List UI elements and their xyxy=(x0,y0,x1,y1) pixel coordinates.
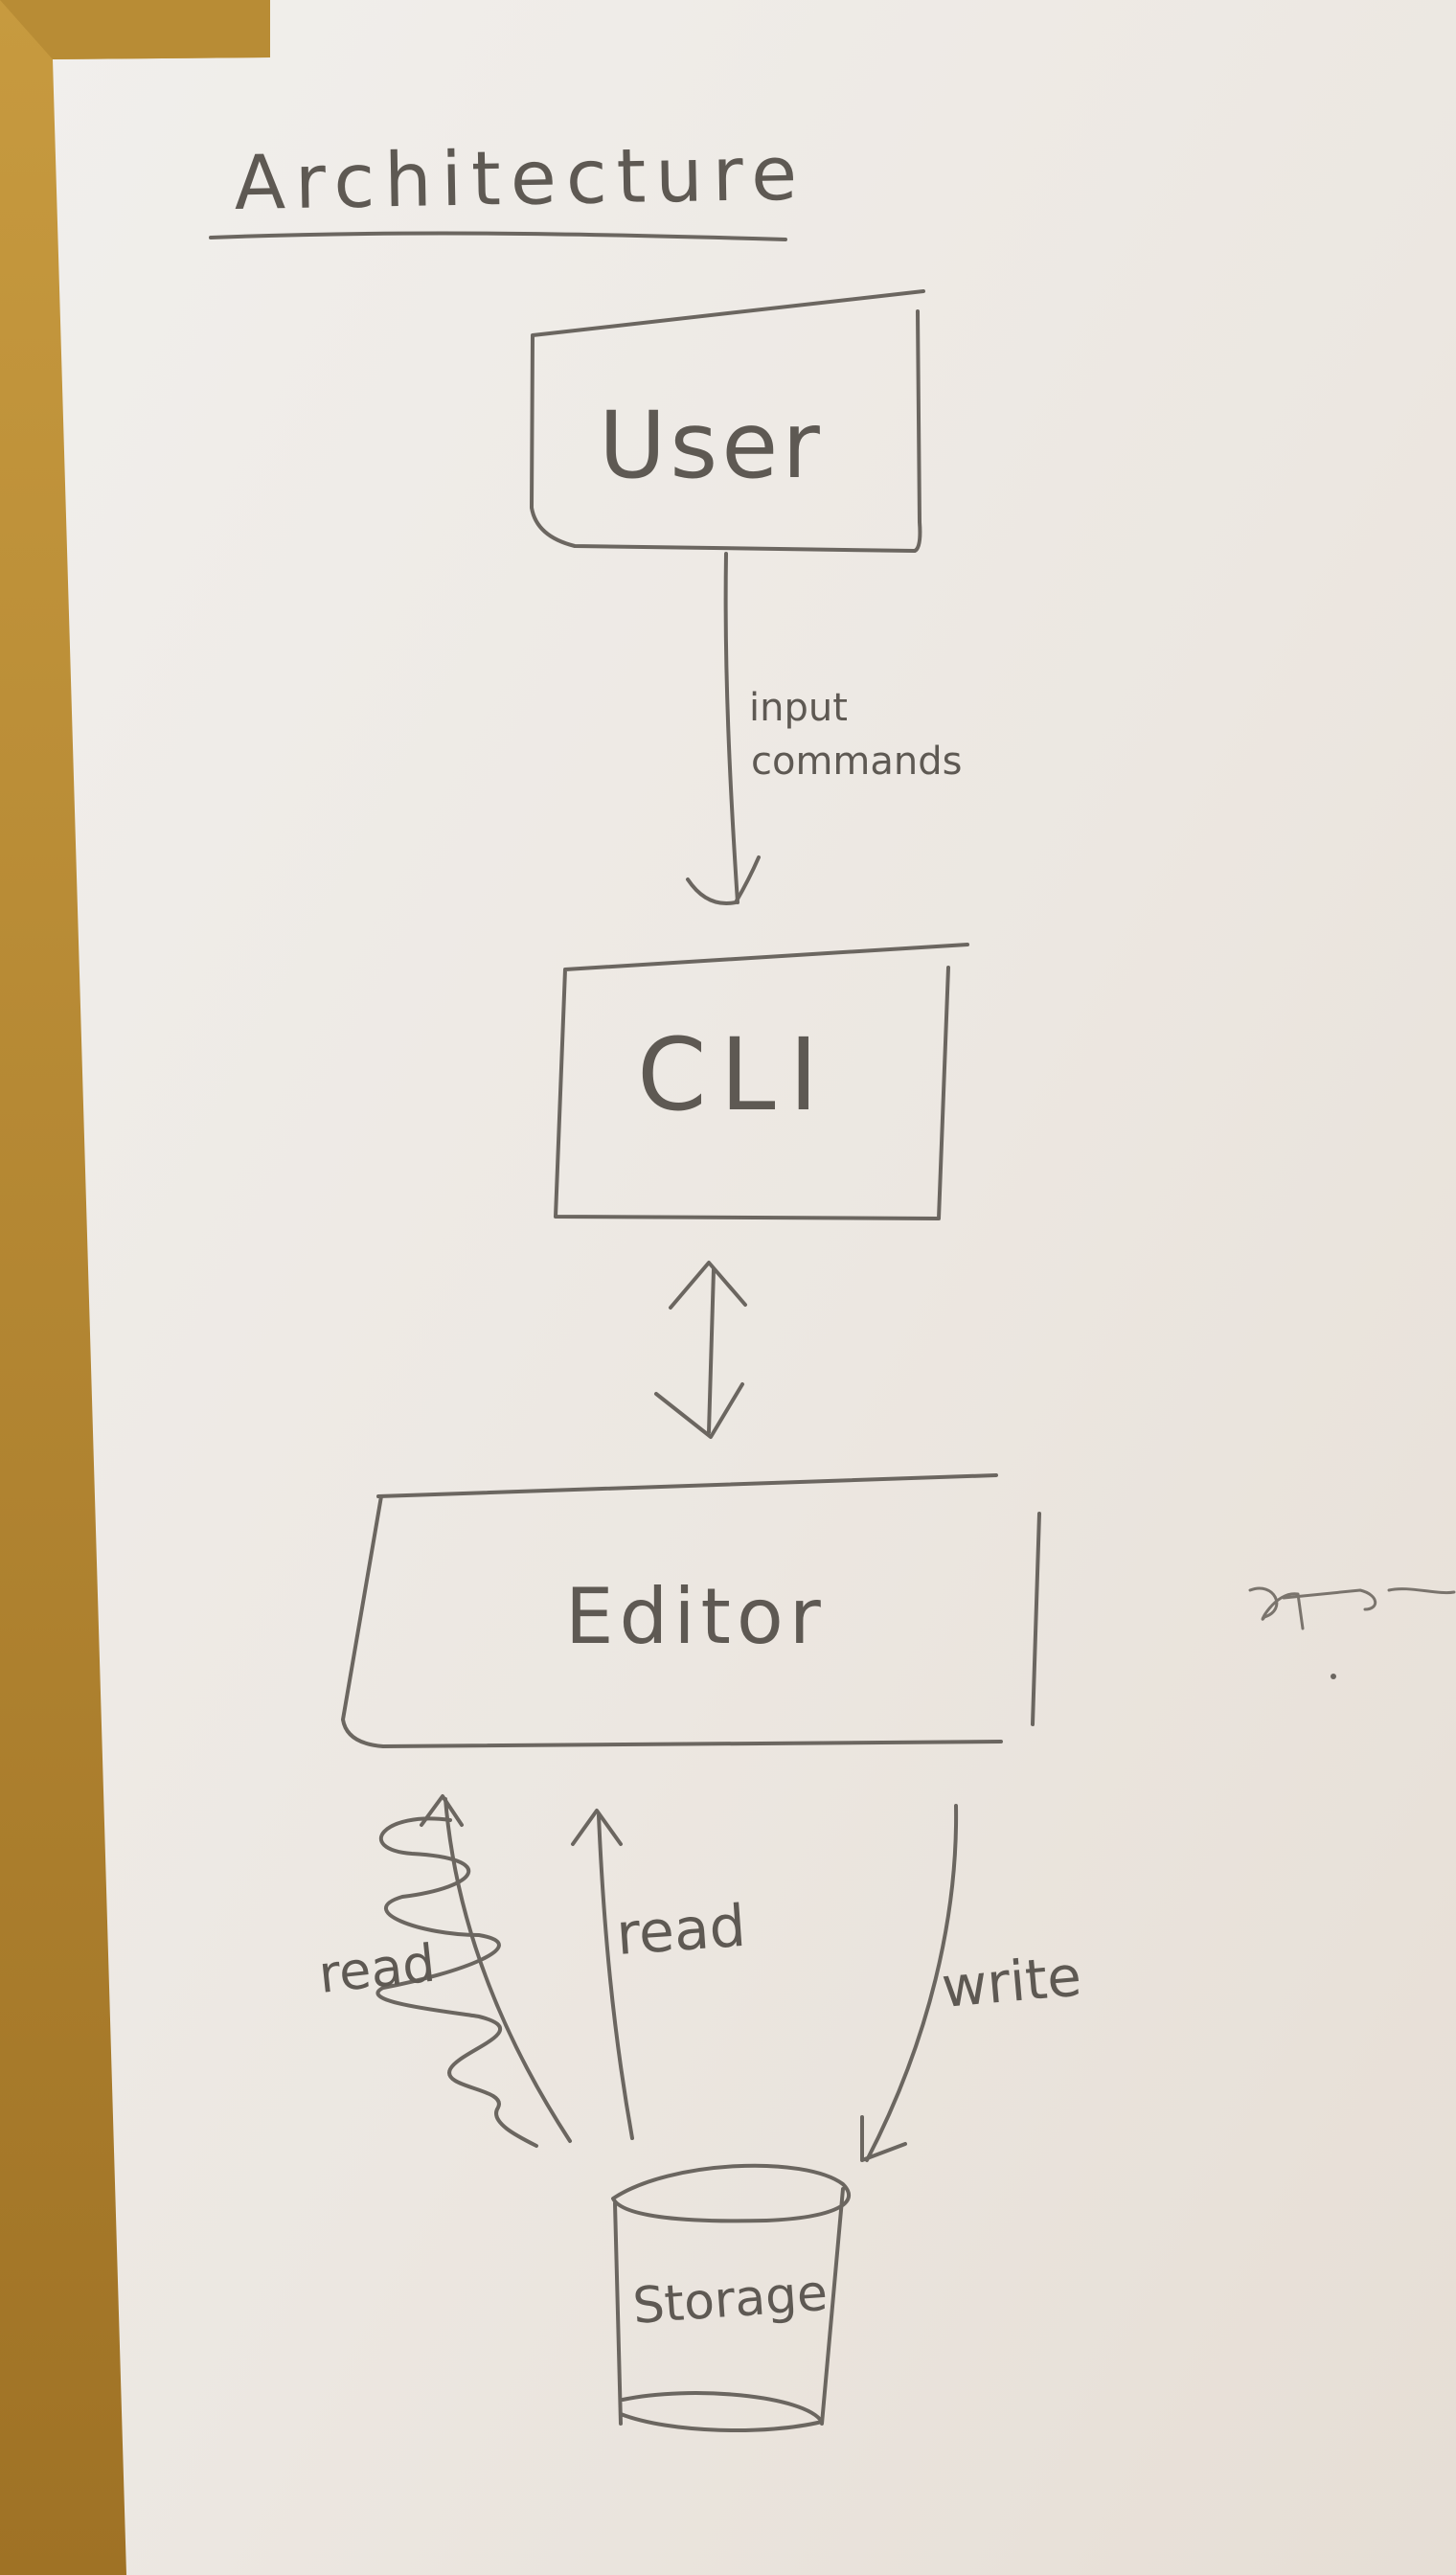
cli-box xyxy=(554,943,969,1220)
editor-to-storage-arrow xyxy=(865,1804,959,2162)
crossed-read-label: read xyxy=(316,1933,439,2005)
storage-to-editor-arrowhead xyxy=(571,1809,623,1846)
storage-to-editor-arrow xyxy=(597,1813,634,2140)
cli-editor-double-arrow xyxy=(707,1267,716,1434)
edge-input-label: input xyxy=(749,686,848,730)
title-underline xyxy=(209,231,787,241)
title-text: Architecture xyxy=(234,131,808,227)
paper-corner-shadow xyxy=(0,0,270,59)
user-box xyxy=(530,289,925,553)
paper-sheet xyxy=(53,0,1456,2575)
stray-scribble xyxy=(1248,1586,1456,1679)
read-label: read xyxy=(614,1893,748,1969)
write-label: write xyxy=(939,1943,1083,2019)
user-to-cli-arrow xyxy=(723,552,739,904)
editor-label: Editor xyxy=(565,1572,827,1661)
user-label: User xyxy=(599,392,824,499)
crossed-read-arrow: read xyxy=(316,1794,572,2148)
editor-box xyxy=(341,1473,1041,1748)
cli-label: CLI xyxy=(637,1016,831,1133)
edge-commands-label: commands xyxy=(751,740,963,784)
cli-editor-arrowhead-bottom xyxy=(654,1382,744,1439)
user-to-cli-arrowhead xyxy=(686,855,761,905)
storage-label: Storage xyxy=(631,2265,830,2336)
editor-to-storage-arrowhead xyxy=(860,2115,907,2162)
storage-cylinder xyxy=(611,2163,851,2432)
cli-editor-arrowhead-top xyxy=(669,1261,747,1310)
